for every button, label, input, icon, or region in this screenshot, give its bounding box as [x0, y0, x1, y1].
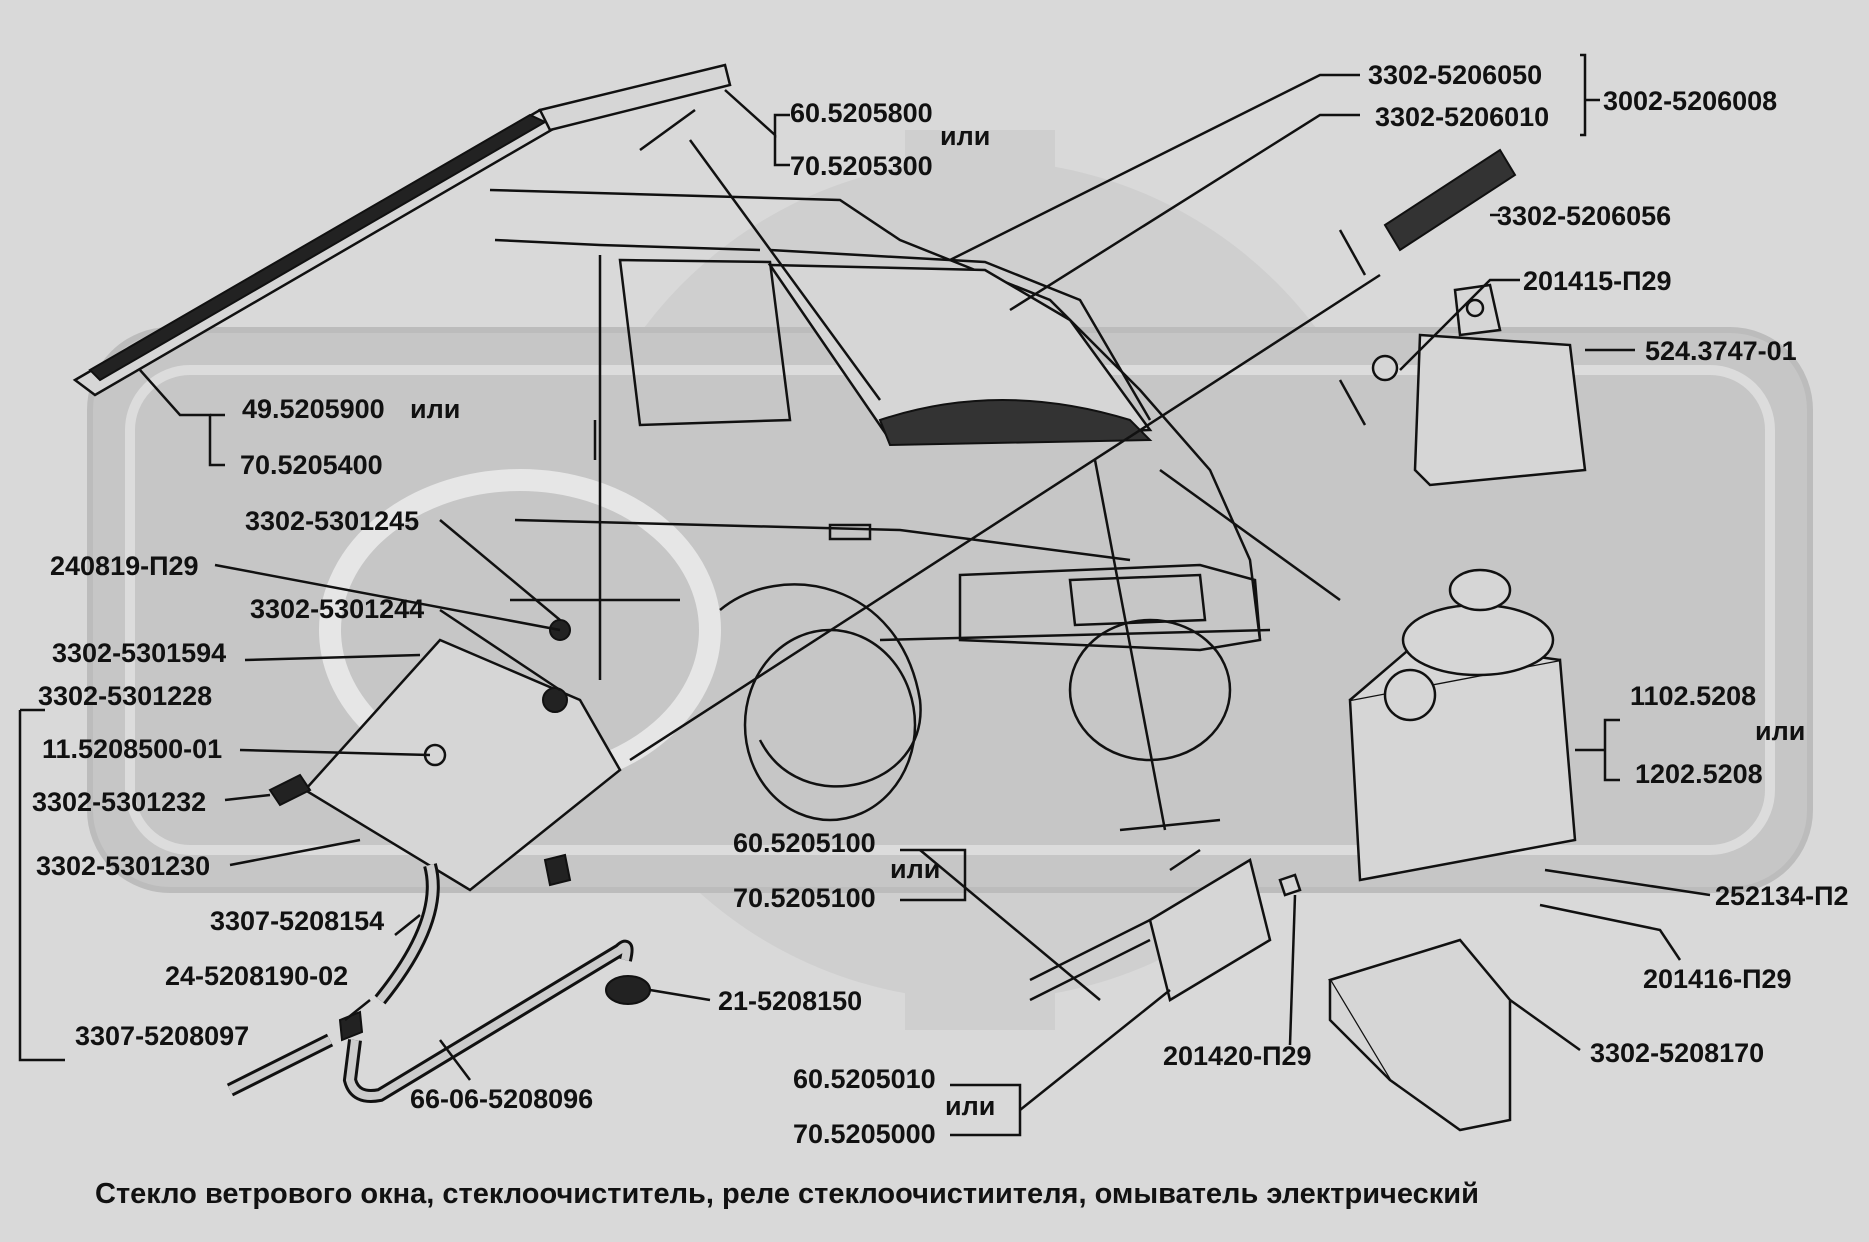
label-relay: 524.3747-01 [1645, 336, 1797, 366]
washer-hoses [226, 863, 651, 1103]
reservoir-bracket [1328, 938, 1512, 1132]
label-blade-a: 49.5205900 [242, 394, 385, 424]
label-bolt-252134: 252134-П2 [1715, 881, 1849, 911]
diagram-caption: Стекло ветрового окна, стеклоочиститель,… [95, 1178, 1479, 1210]
label-hose-8096: 66-06-5208096 [410, 1084, 593, 1114]
label-hose-8154: 3307-5208154 [210, 906, 384, 936]
washer-reservoir [1348, 568, 1577, 882]
label-blade-b: 70.5205400 [240, 450, 383, 480]
label-washer-or: или [1755, 716, 1805, 746]
label-glass-group: 3002-5206008 [1603, 86, 1777, 116]
label-panel-1594: 3302-5301594 [52, 638, 226, 668]
label-arm-a: 60.5205800 [790, 98, 933, 128]
label-bolt-240819: 240819-П29 [50, 551, 199, 581]
label-jet-11: 11.5208500-01 [42, 734, 222, 764]
label-arm-b: 70.5205300 [790, 151, 933, 181]
label-plug-1232: 3302-5301232 [32, 787, 206, 817]
label-panel-1228: 3302-5301228 [38, 681, 212, 711]
windshield-glass [767, 263, 1153, 447]
wiper-relay [1371, 283, 1587, 487]
label-bolt-relay: 201415-П29 [1523, 266, 1672, 296]
label-hose-8097: 3307-5208097 [75, 1021, 249, 1051]
wiper-motor-linkage [1029, 858, 1302, 1002]
label-motor-or: или [890, 854, 940, 884]
label-bolt-201420: 201420-П29 [1163, 1041, 1312, 1071]
label-arm-or: или [940, 121, 990, 151]
label-leaders [18, 53, 1711, 1137]
label-bracket-8170: 3302-5208170 [1590, 1038, 1764, 1068]
label-washer-a: 1102.5208 [1630, 681, 1756, 711]
assembly-lines [629, 108, 1381, 832]
washer-seal [1383, 148, 1517, 252]
label-link-a: 60.5205010 [793, 1064, 936, 1094]
label-clip-8150: 21-5208150 [718, 986, 862, 1016]
label-panel-1230: 3302-5301230 [36, 851, 210, 881]
label-blade-or: или [410, 394, 460, 424]
label-nozzle-1244: 3302-5301244 [250, 594, 424, 624]
label-glass-a: 3302-5206050 [1368, 60, 1542, 90]
label-link-b: 70.5205000 [793, 1119, 936, 1149]
nozzle-panel [268, 619, 622, 892]
label-seal: 3302-5206056 [1497, 201, 1671, 231]
label-motor-b: 70.5205100 [733, 883, 876, 913]
label-nozzle-1245: 3302-5301245 [245, 506, 419, 536]
label-tee-8190: 24-5208190-02 [165, 961, 348, 991]
wiper-blade [72, 63, 732, 397]
label-motor-a: 60.5205100 [733, 828, 876, 858]
watermark-logo [87, 130, 1813, 1030]
part-labels: 49.5205900 или 70.5205400 60.5205800 или… [32, 60, 1849, 1149]
label-link-or: или [945, 1091, 995, 1121]
label-glass-b: 3302-5206010 [1375, 102, 1549, 132]
label-washer-b: 1202.5208 [1635, 759, 1763, 789]
label-bolt-201416: 201416-П29 [1643, 964, 1792, 994]
vehicle-outline [489, 188, 1271, 822]
